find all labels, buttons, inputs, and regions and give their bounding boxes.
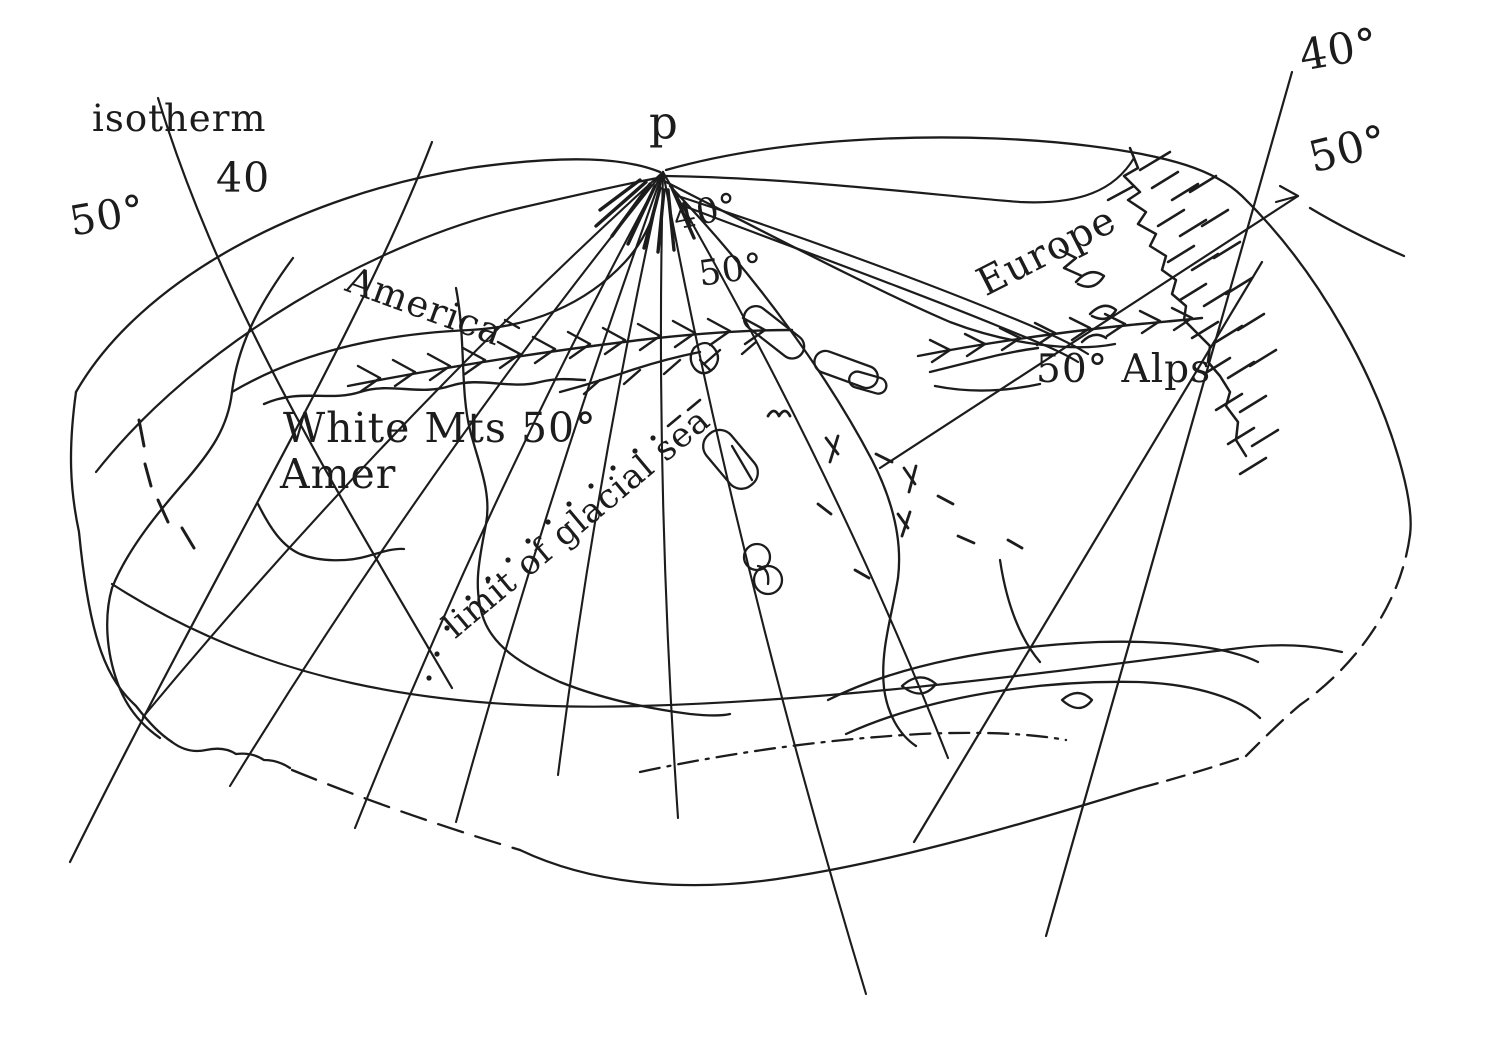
glacial-sea-limit-dashes	[666, 398, 702, 428]
polar-meridian-fan	[141, 170, 950, 996]
white-mts-range	[262, 316, 794, 406]
interior-tick-marks	[766, 409, 1024, 580]
label-isotherm-50-left: 50°	[65, 185, 149, 246]
label-pole-p: p	[649, 96, 679, 149]
label-isotherm-40-left: 40	[216, 154, 271, 202]
globe-outline	[69, 136, 1412, 887]
label-50-near-pole: 50°	[696, 246, 767, 295]
label-white-mts-50: White Mts 50°	[283, 404, 597, 452]
label-isotherm: isotherm	[92, 97, 267, 140]
alps-range	[916, 306, 1204, 392]
label-amer: Amer	[280, 450, 397, 498]
glacial-sea-limit-dots	[426, 435, 656, 681]
label-50-alps: 50° Alps	[1036, 347, 1212, 392]
scandinavia-hatching	[1058, 146, 1280, 476]
europe-coastline	[638, 180, 1262, 774]
america-coastline	[106, 194, 732, 740]
islands	[689, 305, 888, 596]
isotherm-lines	[68, 70, 1344, 938]
